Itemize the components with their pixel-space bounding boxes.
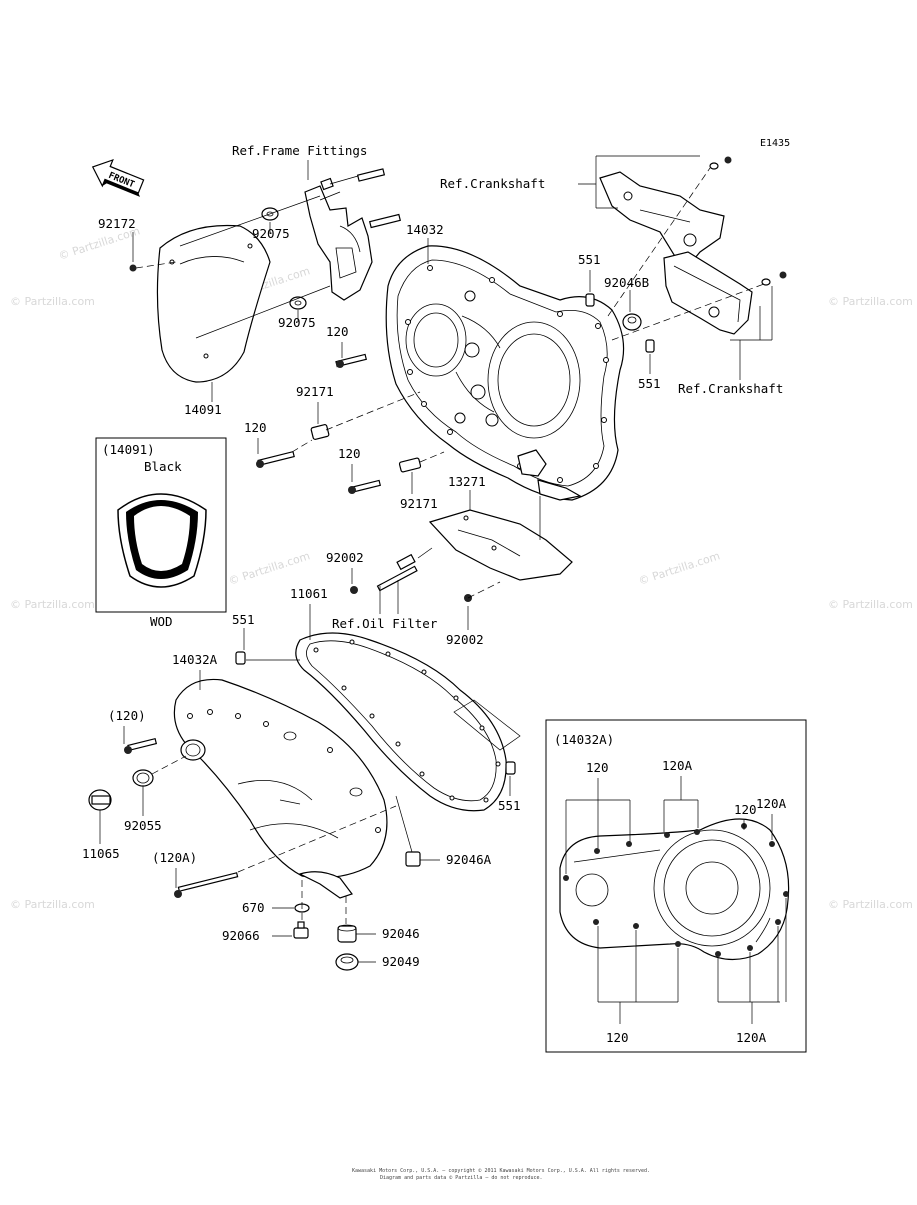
watermark: © Partzilla.com	[828, 598, 913, 611]
watermark: © Partzilla.com	[10, 598, 95, 611]
inset-label-120A-b: 120A	[756, 796, 787, 811]
inset-14032A-title: (14032A)	[554, 732, 614, 747]
ref-oil-filter: Ref.Oil Filter	[332, 616, 438, 631]
label-92046B: 92046B	[604, 275, 649, 290]
ref-crankshaft-top: Ref.Crankshaft	[440, 176, 545, 191]
bolt-120-a	[335, 353, 368, 368]
bolt-icon	[724, 156, 732, 164]
diagram-code: E1435	[760, 138, 790, 149]
label-14032: 14032	[406, 222, 444, 237]
dowel-551-top	[585, 293, 595, 307]
dowel-551-right	[645, 339, 655, 353]
bolt-120-b	[256, 450, 295, 468]
spacer-92171-a	[310, 424, 330, 440]
bushing-92046A	[405, 851, 421, 867]
ref-crankshaft-right: Ref.Crankshaft	[678, 381, 783, 396]
bolt-92002-a	[350, 586, 358, 594]
inset-14091-code: WOD	[150, 614, 173, 629]
part-13271-plate	[428, 509, 573, 581]
label-11061: 11061	[290, 586, 328, 601]
bolt-120A-long	[174, 872, 239, 898]
inset-label-120-c: 120	[606, 1030, 629, 1045]
label-92055: 92055	[124, 818, 162, 833]
bolt-120-c	[348, 479, 382, 494]
watermark: © Partzilla.com	[227, 549, 312, 588]
label-120-b: 120	[244, 420, 267, 435]
label-92171-b: 92171	[400, 496, 438, 511]
dowel-551-left	[235, 651, 246, 665]
inset-label-120A-a: 120A	[662, 758, 693, 773]
bolt-120-paren	[124, 737, 158, 754]
label-551-top: 551	[578, 252, 601, 267]
oring-92055	[132, 769, 154, 787]
inset-14091: (14091) Black WOD	[95, 437, 227, 629]
inset-label-120-a: 120	[586, 760, 609, 775]
seal-92049	[335, 953, 359, 971]
bolt-icon	[779, 271, 787, 279]
bushing-92046	[337, 924, 357, 943]
bushing-92046B	[622, 313, 642, 331]
watermark: © Partzilla.com	[828, 898, 913, 911]
inset-14091-color: Black	[144, 459, 182, 474]
dowel-551-gasket	[505, 761, 516, 775]
label-11065: 11065	[82, 846, 120, 861]
label-92046A: 92046A	[446, 852, 492, 867]
oil-filter-stud	[376, 553, 418, 592]
label-120-paren: (120)	[108, 708, 146, 723]
label-92049: 92049	[382, 954, 420, 969]
front-arrow-icon: FRONT	[91, 158, 145, 197]
bolt-icon	[129, 264, 137, 272]
part-11061-gasket	[295, 632, 507, 812]
label-92075-b: 92075	[278, 315, 316, 330]
label-92046: 92046	[382, 926, 420, 941]
inset-14091-title: (14091)	[102, 442, 155, 457]
label-120-a: 120	[326, 324, 349, 339]
crankshaft-part-right	[663, 251, 753, 335]
part-14032A-outer-cover	[173, 678, 388, 899]
label-92002-b: 92002	[446, 632, 484, 647]
watermark: © Partzilla.com	[828, 295, 913, 308]
inset-label-120-b: 120	[734, 802, 757, 817]
label-92172: 92172	[98, 216, 136, 231]
label-92002-a: 92002	[326, 550, 364, 565]
label-120-c: 120	[338, 446, 361, 461]
watermark: © Partzilla.com	[10, 295, 95, 308]
label-13271: 13271	[448, 474, 486, 489]
plug-92066	[293, 921, 309, 939]
label-551-gasket: 551	[498, 798, 521, 813]
label-551-left: 551	[232, 612, 255, 627]
label-120A-paren: (120A)	[152, 850, 197, 865]
footer-copyright-2: Diagram and parts data © Partzilla — do …	[380, 1175, 543, 1181]
part-14032-crankcase-cover	[385, 245, 625, 501]
washer-92075-lower	[289, 296, 307, 310]
cap-11065	[88, 789, 112, 811]
footer-copyright: Kawasaki Motors Corp., U.S.A. — copyrigh…	[352, 1168, 650, 1174]
label-92066: 92066	[222, 928, 260, 943]
watermark: © Partzilla.com	[10, 898, 95, 911]
label-92075-a: 92075	[252, 226, 290, 241]
part-14091-cover	[156, 224, 271, 383]
spacer-92171-b	[398, 457, 422, 473]
label-14091: 14091	[184, 402, 222, 417]
frame-fitting-bracket	[304, 168, 402, 301]
inset-14032A: (14032A) 120 120A 120 120A 120	[545, 719, 807, 1053]
ref-frame-fittings: Ref.Frame Fittings	[232, 143, 367, 158]
label-92171-a: 92171	[296, 384, 334, 399]
label-551-right: 551	[638, 376, 661, 391]
crankshaft-part-upper	[599, 171, 725, 265]
label-14032A: 14032A	[172, 652, 218, 667]
watermark: © Partzilla.com	[637, 549, 722, 588]
inset-label-120A-c: 120A	[736, 1030, 767, 1045]
label-670: 670	[242, 900, 265, 915]
